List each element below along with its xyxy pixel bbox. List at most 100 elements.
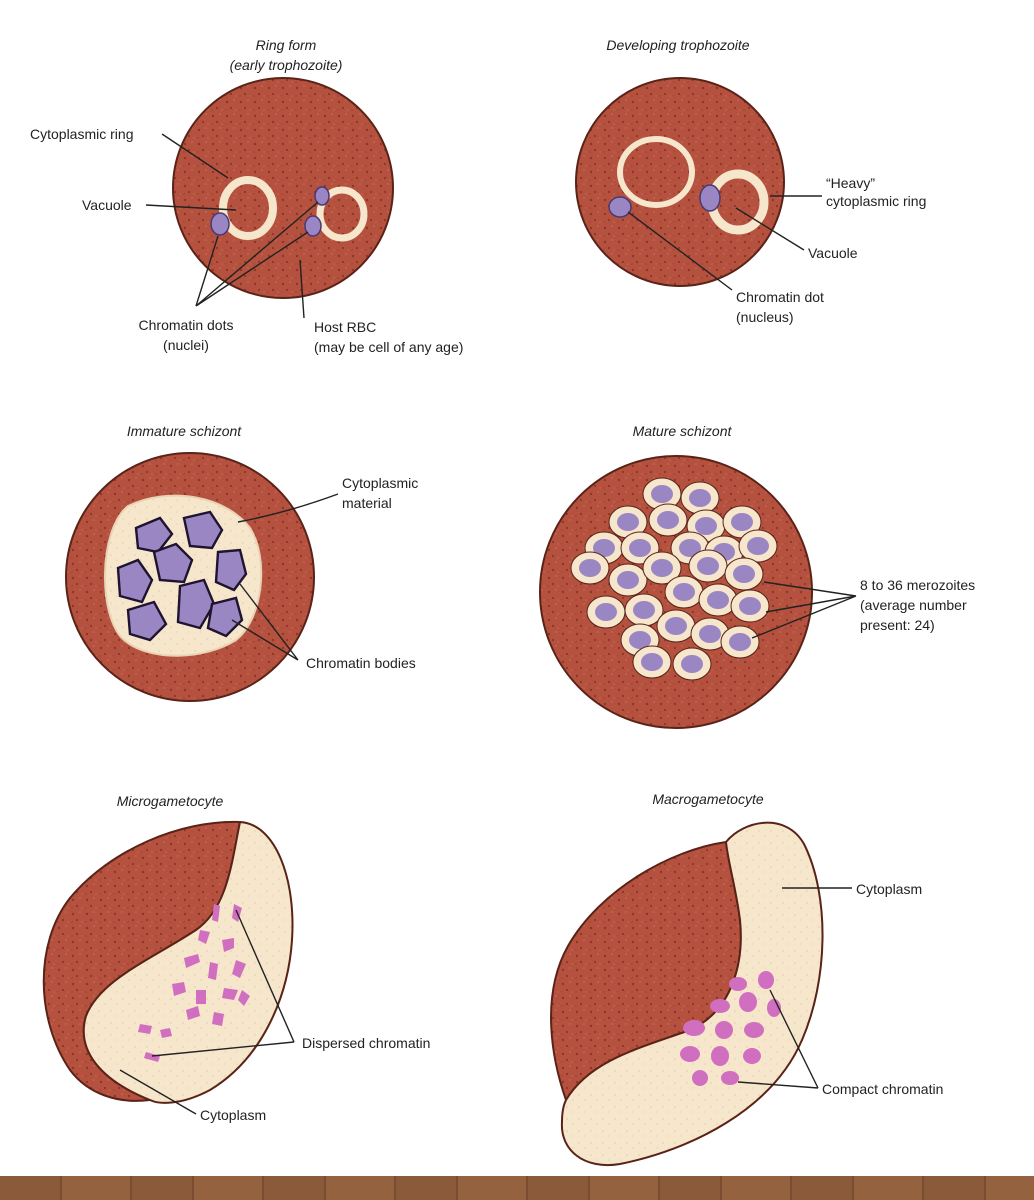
merozoite-nucleus <box>629 631 651 649</box>
merozoite-nucleus <box>665 617 687 635</box>
merozoite-nucleus <box>657 511 679 529</box>
label-heavy: “Heavy” <box>826 175 875 191</box>
merozoite-nucleus <box>593 539 615 557</box>
merozoite-nucleus <box>633 601 655 619</box>
leader-chromatin-dot <box>627 211 733 291</box>
ring-form-panel: Ring form (early trophozoite) Cytoplasmi… <box>30 37 463 355</box>
label-compact-chromatin: Compact chromatin <box>822 1081 943 1097</box>
host-rbc-trophozoite <box>575 77 785 287</box>
leader-chromatin-bodies <box>231 583 299 661</box>
macrogametocyte-title: Macrogametocyte <box>652 791 763 807</box>
label-chromatin-dot: Chromatin dot <box>736 289 824 305</box>
merozoite-nucleus <box>697 557 719 575</box>
chromatin-fragment <box>710 999 730 1013</box>
label-cytoplasm-macro: Cytoplasm <box>856 881 922 897</box>
cytoplasmic-ring-left <box>219 176 277 240</box>
chromatin-fragment <box>184 954 200 968</box>
label-chromatin-dots: Chromatin dots <box>139 317 234 333</box>
ring-form-title: Ring form <box>256 37 317 53</box>
merozoite-nucleus <box>699 625 721 643</box>
chromatin-fragment <box>186 1006 200 1020</box>
label-chromatin-dot-sub: (nucleus) <box>736 309 794 325</box>
chromatin-body <box>134 516 174 554</box>
macrogametocyte-panel: Macrogametocyte Cytoplasm Compact chroma… <box>550 791 943 1167</box>
cytoplasmic-ring-right <box>316 186 368 242</box>
chromatin-fragment <box>739 992 757 1012</box>
merozoite-nucleus <box>733 565 755 583</box>
merozoite-nucleus <box>617 571 639 589</box>
mature-schizont-title: Mature schizont <box>633 423 733 439</box>
chromatin-body <box>176 578 216 630</box>
microgametocyte-title: Microgametocyte <box>117 793 224 809</box>
leader-vacuole <box>735 207 805 251</box>
immature-schizont-panel: Immature schizont Cytoplasmic material C… <box>65 423 418 702</box>
label-host-rbc-sub: (may be cell of any age) <box>314 339 463 355</box>
label-chromatin-bodies: Chromatin bodies <box>306 655 416 671</box>
leader-cytoplasmic-material <box>237 493 339 523</box>
chromatin-body <box>206 596 244 638</box>
chromatin-fragment <box>767 999 781 1017</box>
chromatin-fragment <box>232 960 246 978</box>
chromatin-fragment <box>212 1012 224 1026</box>
label-merozoites-sub2: present: 24) <box>860 617 935 633</box>
merozoite-nucleus <box>641 653 663 671</box>
chromatin-fragment <box>238 990 250 1006</box>
chromatin-fragment <box>222 938 234 952</box>
merozoite-nucleus <box>731 513 753 531</box>
merozoite-nucleus <box>629 539 651 557</box>
merozoite-nucleus <box>617 513 639 531</box>
merozoite-nucleus <box>689 489 711 507</box>
dispersed-chromatin <box>138 904 250 1062</box>
immature-schizont-title: Immature schizont <box>127 423 242 439</box>
leader-cytoplasm-micro <box>119 1069 197 1115</box>
chromatin-fragment <box>744 1022 764 1038</box>
chromatin-fragment <box>721 1071 739 1085</box>
merozoite-nucleus <box>739 597 761 615</box>
leader-dispersed-chromatin <box>151 909 295 1057</box>
compact-chromatin <box>680 971 781 1086</box>
chromatin-fragment <box>743 1048 761 1064</box>
merozoite-nucleus <box>729 633 751 651</box>
microgametocyte-panel: Microgametocyte Dispersed chromatin Cyto… <box>42 793 430 1123</box>
chromatin-dot-left <box>210 212 230 236</box>
chromatin-fragment <box>212 904 220 922</box>
label-cytoplasm-micro: Cytoplasm <box>200 1107 266 1123</box>
chromatin-fragment <box>715 1021 733 1039</box>
chromatin-fragment <box>138 1024 152 1034</box>
chromatin-fragment <box>172 982 186 996</box>
merozoite-nucleus <box>695 517 717 535</box>
heavy-ring-left <box>617 136 695 208</box>
label-cytoplasmic-material-sub: material <box>342 495 392 511</box>
chromatin-body <box>152 542 194 584</box>
chromatin-fragment <box>680 1046 700 1062</box>
merozoite-nucleus <box>707 591 729 609</box>
merozoite-nucleus <box>679 539 701 557</box>
chromatin-fragment <box>692 1070 708 1086</box>
label-dispersed-chromatin: Dispersed chromatin <box>302 1035 430 1051</box>
chromatin-dot-lower <box>304 215 322 237</box>
chromatin-fragment <box>729 977 747 991</box>
ring-form-subtitle: (early trophozoite) <box>230 57 343 73</box>
chromatin-body <box>214 548 248 592</box>
chromatin-dot-upper <box>314 186 330 206</box>
merozoite-nucleus <box>651 559 673 577</box>
label-cytoplasmic-material: Cytoplasmic <box>342 475 418 491</box>
chromatin-body <box>126 600 168 642</box>
chromatin-dot-left <box>608 196 632 218</box>
developing-trophozoite-panel: Developing trophozoite “Heavy” cytoplasm… <box>575 37 926 325</box>
chromatin-fragment <box>160 1028 172 1038</box>
label-vacuole: Vacuole <box>808 245 858 261</box>
leader-vacuole <box>145 204 237 211</box>
merozoite-nucleus <box>681 655 703 673</box>
label-chromatin-dots-sub: (nuclei) <box>163 337 209 353</box>
label-merozoites: 8 to 36 merozoites <box>860 577 975 593</box>
host-rbc-ring <box>172 77 394 299</box>
chromatin-dot-right <box>699 184 721 212</box>
label-vacuole: Vacuole <box>82 197 132 213</box>
mature-schizont-panel: Mature schizont 8 to 36 merozoites (aver… <box>539 423 975 729</box>
chromatin-fragment <box>683 1020 705 1036</box>
chromatin-body <box>182 510 224 550</box>
label-host-rbc: Host RBC <box>314 319 376 335</box>
merozoite-nucleus <box>651 485 673 503</box>
